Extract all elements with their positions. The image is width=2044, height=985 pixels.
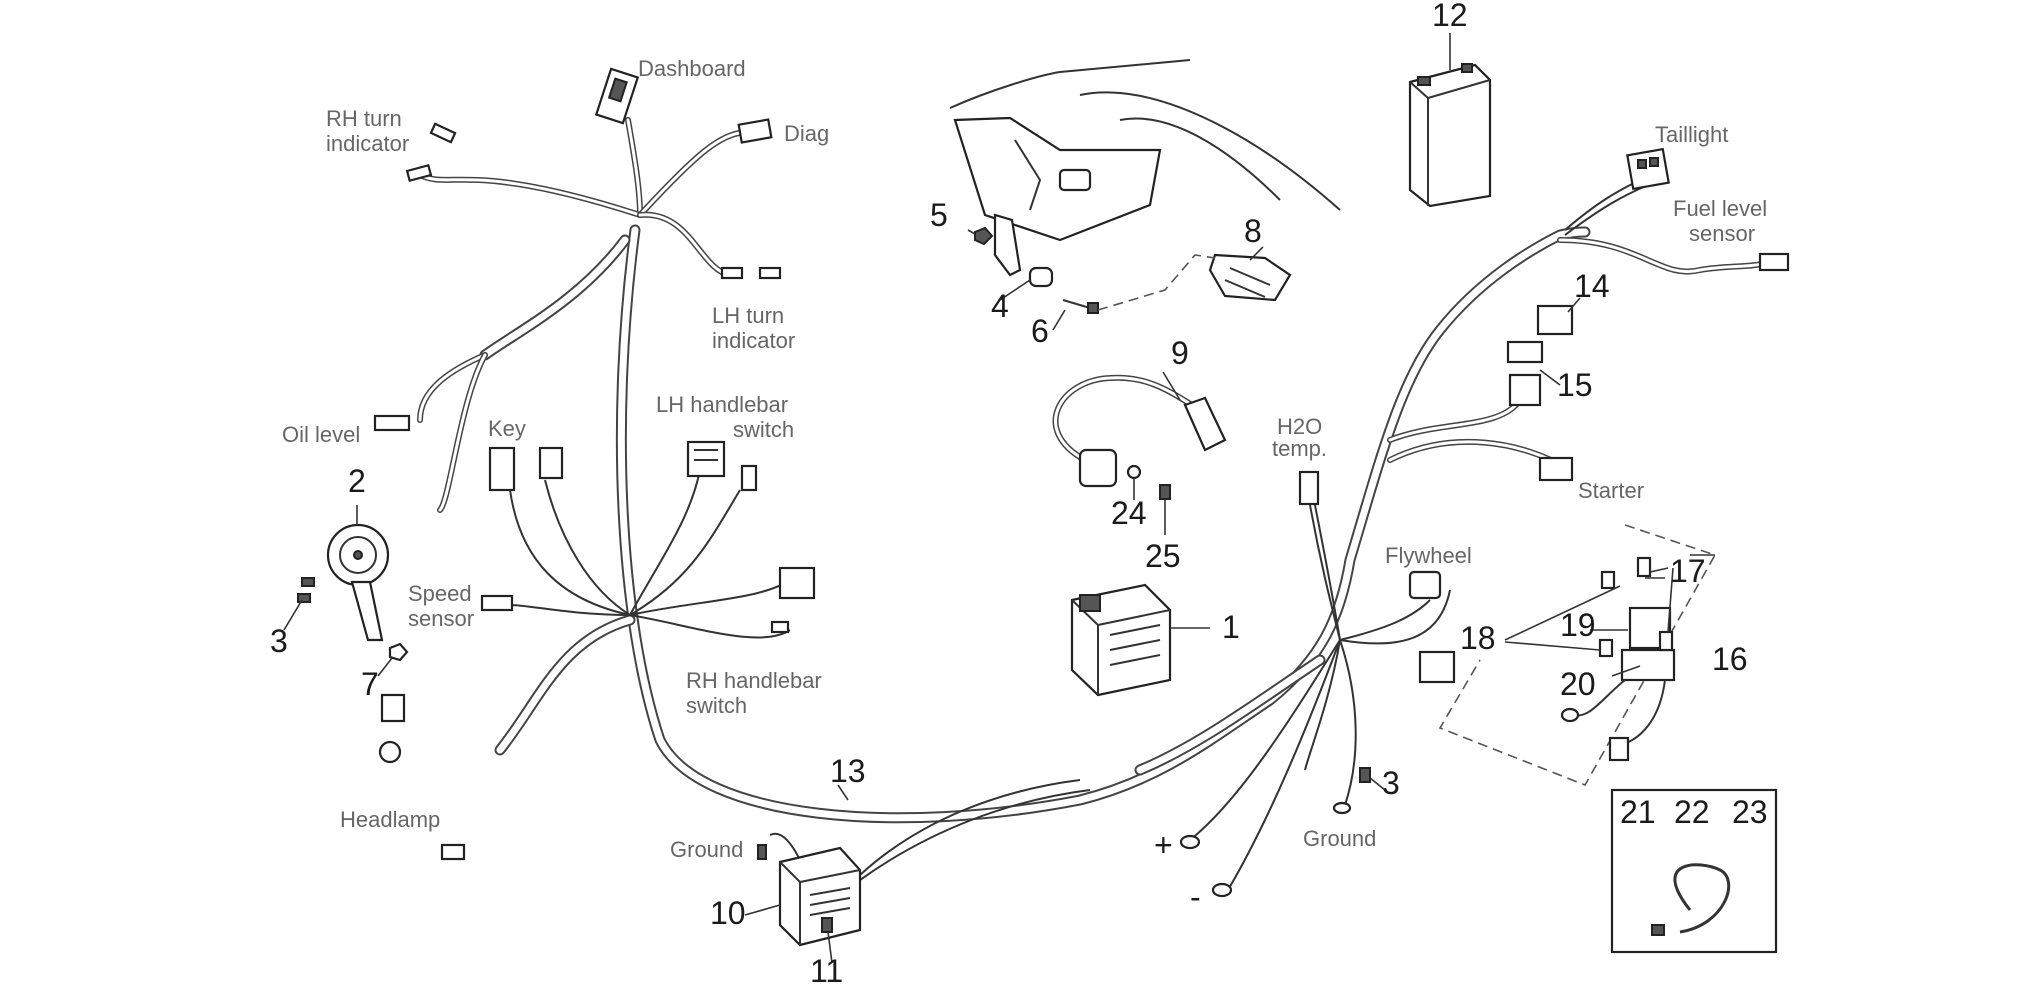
label-key: Key — [488, 416, 526, 441]
part-number-23: 23 — [1732, 794, 1768, 830]
label-speed-sensor-1: Speed — [408, 581, 472, 606]
oil-level-connector — [373, 414, 411, 432]
label-h2o-temp-1: H2O — [1277, 414, 1322, 439]
flywheel-connector — [1408, 570, 1456, 684]
label-h2o-temp-2: temp. — [1272, 436, 1327, 461]
part-number-8: 8 — [1244, 213, 1262, 249]
lh-handlebar-switch-connector — [686, 440, 758, 492]
diag-connector — [737, 118, 773, 144]
h2o-temp-connector — [1298, 470, 1341, 641]
label-rh-turn-indicator-1: RH turn — [326, 106, 402, 131]
text-labels: RH turn indicator Dashboard Diag LH turn… — [282, 56, 1767, 915]
rh-turn-indicator-connector — [405, 122, 457, 183]
label-rh-handlebar-switch-2: switch — [686, 693, 747, 718]
part-number-14: 14 — [1574, 268, 1610, 304]
label-starter: Starter — [1578, 478, 1644, 503]
part-number-10: 10 — [710, 895, 746, 931]
part-number-5: 5 — [930, 197, 948, 233]
label-fuel-level-sensor-2: sensor — [1689, 221, 1755, 246]
ignition-coil-9 — [1052, 374, 1227, 488]
relay-base-15 — [1506, 340, 1544, 407]
part-number-22: 22 — [1674, 794, 1710, 830]
label-rh-turn-indicator-2: indicator — [326, 131, 409, 156]
main-harness-13 — [479, 224, 1591, 824]
key-connector — [488, 446, 564, 492]
nut-7 — [388, 642, 409, 662]
part-numbers: 1 2 3 3 4 5 6 7 8 9 10 11 12 13 14 15 16… — [270, 0, 1768, 985]
label-lh-handlebar-switch-1: LH handlebar — [656, 392, 788, 417]
part-number-11: 11 — [810, 953, 843, 985]
part-number-6: 6 — [1031, 313, 1049, 349]
taillight-connector — [1626, 147, 1670, 191]
dashboard-connector — [594, 67, 640, 125]
label-lh-turn-indicator-1: LH turn — [712, 303, 784, 328]
part-number-13: 13 — [830, 753, 866, 789]
label-ground-right: Ground — [1303, 826, 1376, 851]
part-number-17: 17 — [1670, 553, 1706, 589]
label-oil-level: Oil level — [282, 422, 360, 447]
label-rh-handlebar-switch-1: RH handlebar — [686, 668, 822, 693]
label-lh-handlebar-switch-2: switch — [733, 417, 794, 442]
part-number-12: 12 — [1432, 0, 1468, 33]
nut-5 — [974, 226, 994, 246]
part-number-21: 21 — [1620, 794, 1656, 830]
part-number-19: 19 — [1560, 607, 1596, 643]
label-diag: Diag — [784, 121, 829, 146]
label-dashboard: Dashboard — [638, 56, 746, 81]
part-number-9: 9 — [1171, 335, 1189, 371]
headlamp-connector — [378, 693, 466, 861]
starter-connector — [1538, 456, 1574, 482]
regulator-10 — [757, 844, 862, 947]
screw-6 — [1062, 299, 1099, 314]
part-number-24: 24 — [1111, 495, 1147, 531]
label-fuel-level-sensor-1: Fuel level — [1673, 196, 1767, 221]
relay-bracket-8 — [1208, 253, 1292, 302]
part-number-2: 2 — [348, 463, 366, 499]
relay-14 — [1536, 304, 1574, 336]
cable-tie-box — [1610, 788, 1778, 954]
label-plus: + — [1154, 827, 1173, 863]
rh-handlebar-switch-connector — [770, 566, 816, 634]
label-lh-turn-indicator-2: indicator — [712, 328, 795, 353]
washer-24 — [1126, 464, 1142, 480]
horn-2 — [326, 523, 390, 642]
label-ground-left: Ground — [670, 837, 743, 862]
lh-turn-indicator-connector — [720, 266, 782, 280]
part-number-20: 20 — [1560, 666, 1596, 702]
label-flywheel: Flywheel — [1385, 543, 1472, 568]
screw-25 — [1159, 484, 1171, 500]
label-headlamp: Headlamp — [340, 807, 440, 832]
part-number-4: 4 — [991, 288, 1009, 324]
frame-bracket — [949, 59, 1341, 277]
part-number-25: 25 — [1145, 538, 1181, 574]
part-number-16: 16 — [1712, 641, 1748, 677]
part-number-15: 15 — [1557, 367, 1593, 403]
part-number-3-right: 3 — [1382, 765, 1400, 801]
label-minus: - — [1190, 879, 1201, 915]
speed-sensor-connector — [480, 594, 514, 612]
part-number-7: 7 — [361, 666, 379, 702]
battery-terminal-plus — [1179, 834, 1201, 850]
label-speed-sensor-2: sensor — [408, 606, 474, 631]
battery-terminal-minus — [1211, 882, 1233, 898]
part-number-1: 1 — [1222, 609, 1240, 645]
fuse-17 — [1600, 556, 1674, 652]
ecu-1 — [1070, 583, 1172, 697]
spacer-4 — [1028, 266, 1054, 288]
fuse-18 — [1598, 638, 1614, 658]
part-number-3-left: 3 — [270, 623, 288, 659]
screw-11 — [821, 917, 833, 933]
screw-3-left — [297, 577, 315, 603]
part-number-18: 18 — [1460, 620, 1496, 656]
fuel-level-sensor-connector — [1758, 252, 1790, 272]
label-taillight: Taillight — [1655, 122, 1728, 147]
battery-12 — [1408, 63, 1492, 208]
leader-lines — [283, 33, 1674, 964]
ground-terminal-right — [1332, 767, 1371, 815]
dashed-line-6-8 — [1097, 254, 1216, 311]
